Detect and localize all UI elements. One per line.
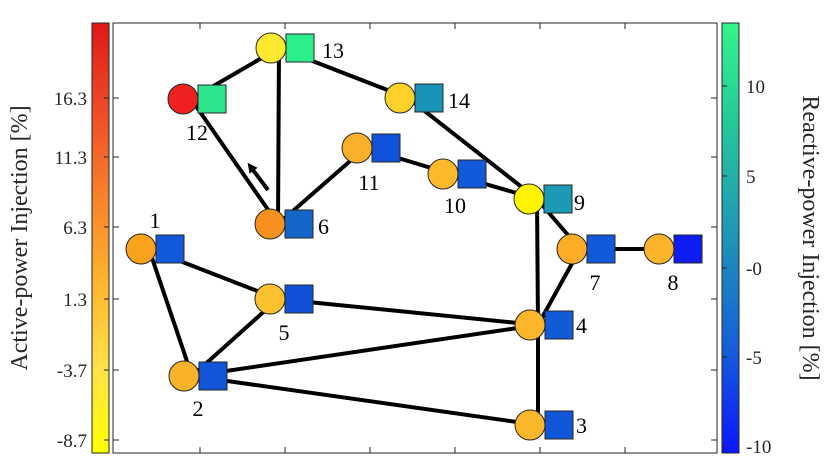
active-power-marker xyxy=(168,360,200,392)
bus-label: 12 xyxy=(186,120,208,145)
active-power-marker xyxy=(125,233,157,265)
left-colorbar-label: Active-power Injection [%] xyxy=(7,105,33,370)
active-power-marker xyxy=(341,132,373,164)
edge-14-9 xyxy=(406,96,539,201)
bus-label: 7 xyxy=(590,270,601,295)
bus-label: 6 xyxy=(318,214,329,239)
reactive-power-marker xyxy=(285,33,315,63)
bus-label: 1 xyxy=(150,208,161,233)
active-power-marker xyxy=(514,409,546,441)
edge-4-5 xyxy=(277,297,539,327)
edge-2-4 xyxy=(191,323,539,378)
bus-13: 13 xyxy=(255,32,344,64)
edge-4-9 xyxy=(535,198,540,326)
reactive-power-marker xyxy=(544,410,574,440)
bus-8: 8 xyxy=(643,233,703,295)
edge-6-12 xyxy=(189,97,280,226)
reactive-power-marker xyxy=(673,234,703,264)
active-power-marker xyxy=(167,83,199,115)
active-power-marker xyxy=(427,158,459,190)
reactive-power-marker xyxy=(544,310,574,340)
bus-11: 11 xyxy=(341,132,401,195)
bus-4: 4 xyxy=(514,309,587,341)
bus-6: 6 xyxy=(254,208,329,240)
bus-label: 2 xyxy=(193,396,204,421)
reactive-power-marker xyxy=(197,84,227,114)
active-power-marker xyxy=(514,309,546,341)
right-tick-label: -0 xyxy=(746,259,762,280)
reactive-power-marker xyxy=(586,234,616,264)
right-tick-label: 10 xyxy=(746,77,765,98)
flow-direction-arrow xyxy=(247,162,270,192)
left-tick-label: -3.7 xyxy=(57,361,87,382)
right-tick-label: 5 xyxy=(746,167,756,188)
reactive-power-marker xyxy=(543,184,573,214)
active-power-marker xyxy=(254,208,286,240)
bus-2: 2 xyxy=(168,360,228,421)
left-tick-label: 16.3 xyxy=(54,89,87,110)
bus-7: 7 xyxy=(556,233,616,295)
bus-label: 5 xyxy=(279,320,290,345)
bus-9: 9 xyxy=(513,183,585,215)
edge-2-3 xyxy=(191,374,539,427)
plot-frame-ticks xyxy=(113,23,717,453)
bus-label: 9 xyxy=(574,190,585,215)
right-colorbar-label: Reactive-power Injection [%] xyxy=(797,95,823,380)
left-colorbar-ticks: 16.3 11.3 6.3 1.3 -3.7 -8.7 xyxy=(54,89,109,452)
left-tick-label: 6.3 xyxy=(63,218,87,239)
bus-label: 10 xyxy=(444,193,466,218)
right-tick-label: -10 xyxy=(746,437,771,458)
active-power-marker xyxy=(254,283,286,315)
reactive-power-marker xyxy=(198,361,228,391)
active-power-marker xyxy=(255,32,287,64)
reactive-power-marker xyxy=(155,234,185,264)
edge-6-13 xyxy=(276,47,281,225)
active-power-marker xyxy=(556,233,588,265)
bus-1: 1 xyxy=(125,208,185,265)
reactive-power-marker xyxy=(414,83,444,113)
reactive-power-marker xyxy=(284,284,314,314)
bus-10: 10 xyxy=(427,158,487,218)
bus-5: 5 xyxy=(254,283,314,345)
right-colorbar-ticks: 10 5 -0 -5 -10 xyxy=(722,77,771,458)
left-colorbar xyxy=(91,22,110,454)
bus-label: 11 xyxy=(358,170,379,195)
reactive-power-marker xyxy=(371,133,401,163)
active-power-marker xyxy=(643,233,675,265)
left-tick-label: 11.3 xyxy=(54,148,87,169)
reactive-power-marker xyxy=(457,159,487,189)
right-colorbar xyxy=(721,22,740,454)
bus-label: 3 xyxy=(576,413,587,438)
right-tick-label: -5 xyxy=(746,348,762,369)
left-tick-label: -8.7 xyxy=(57,431,87,452)
bus-12: 12 xyxy=(167,83,227,145)
active-power-marker xyxy=(384,82,416,114)
active-power-marker xyxy=(513,183,545,215)
bus-label: 13 xyxy=(322,38,344,63)
bus-3: 3 xyxy=(514,409,587,441)
edge-1-2 xyxy=(147,248,194,377)
bus-label: 4 xyxy=(576,313,587,338)
bus-label: 14 xyxy=(448,88,470,113)
reactive-power-marker xyxy=(284,209,314,239)
bus-label: 8 xyxy=(668,270,679,295)
left-tick-label: 1.3 xyxy=(63,290,87,311)
bus-14: 14 xyxy=(384,82,470,114)
